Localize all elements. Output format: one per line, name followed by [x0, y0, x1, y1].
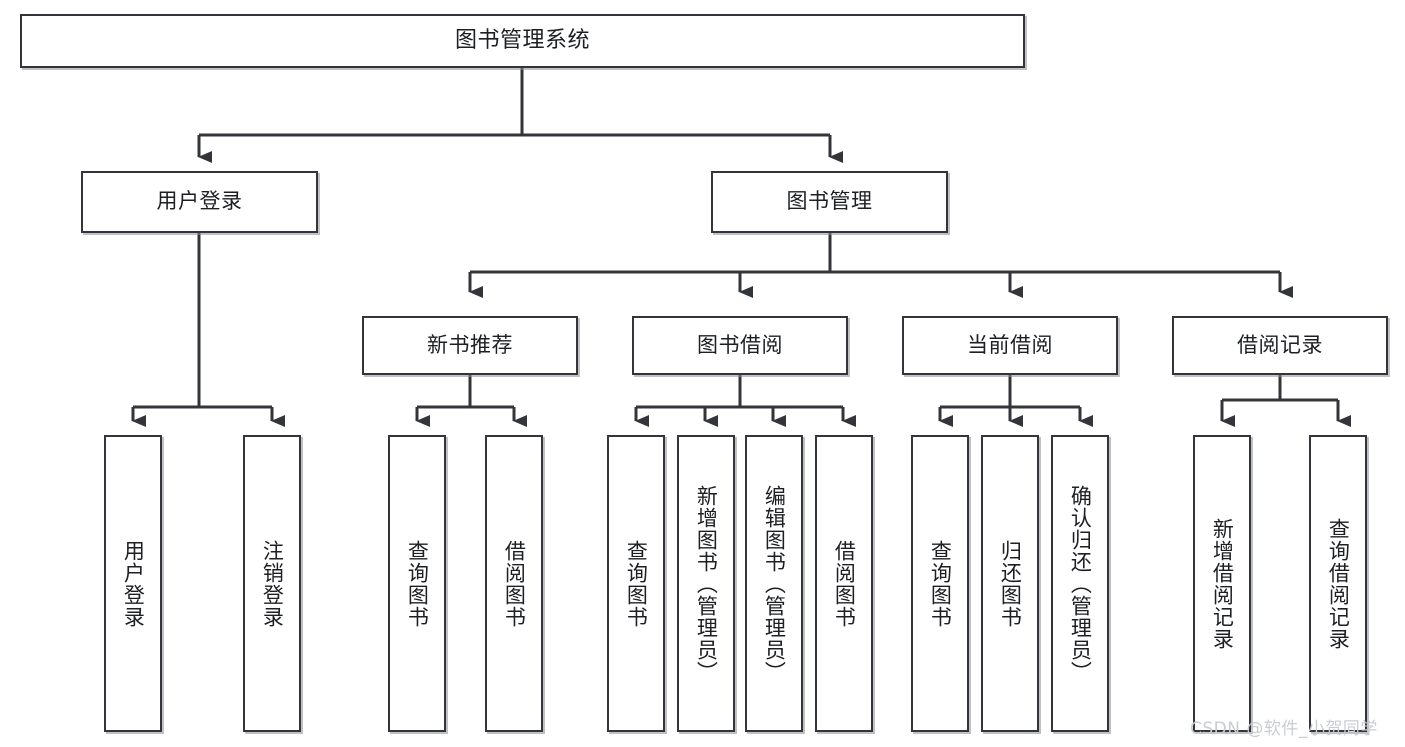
node-book-manage[interactable]: 图书管理	[711, 171, 948, 233]
node-root-label: 图书管理系统	[454, 27, 590, 53]
leaf-add-borrow-record[interactable]: 新增借阅记录	[1193, 435, 1251, 732]
leaf-user-login-label: 用户登录	[121, 539, 146, 628]
leaf-add-book-label: 新增图书（管理员）	[694, 484, 719, 683]
leaf-query-borrow-record-label: 查询借阅记录	[1326, 517, 1351, 650]
node-borrow-record-label: 借阅记录	[1237, 332, 1323, 357]
node-new-book-recommend[interactable]: 新书推荐	[362, 316, 578, 375]
leaf-borrow-book-1[interactable]: 借阅图书	[485, 435, 543, 732]
node-new-book-recommend-label: 新书推荐	[427, 332, 513, 357]
node-root[interactable]: 图书管理系统	[20, 14, 1025, 68]
leaf-edit-book[interactable]: 编辑图书（管理员）	[745, 435, 803, 732]
node-book-borrow[interactable]: 图书借阅	[632, 316, 848, 375]
leaf-confirm-return[interactable]: 确认归还（管理员）	[1051, 435, 1109, 732]
leaf-query-book-1-label: 查询图书	[405, 539, 430, 628]
leaf-query-book-3-label: 查询图书	[928, 539, 953, 628]
leaf-borrow-book-1-label: 借阅图书	[502, 539, 527, 628]
leaf-add-book[interactable]: 新增图书（管理员）	[677, 435, 735, 732]
node-borrow-record[interactable]: 借阅记录	[1172, 316, 1388, 375]
leaf-return-book[interactable]: 归还图书	[981, 435, 1039, 732]
leaf-query-borrow-record[interactable]: 查询借阅记录	[1309, 435, 1367, 732]
node-book-manage-label: 图书管理	[786, 189, 873, 214]
leaf-query-book-1[interactable]: 查询图书	[388, 435, 446, 732]
leaf-query-book-2[interactable]: 查询图书	[607, 435, 665, 732]
leaf-query-book-3[interactable]: 查询图书	[911, 435, 969, 732]
node-user-login[interactable]: 用户登录	[81, 171, 318, 233]
leaf-borrow-book-2[interactable]: 借阅图书	[815, 435, 873, 732]
leaf-confirm-return-label: 确认归还（管理员）	[1068, 484, 1093, 683]
leaf-borrow-book-2-label: 借阅图书	[832, 539, 857, 628]
node-current-borrow-label: 当前借阅	[967, 332, 1053, 357]
leaf-query-book-2-label: 查询图书	[624, 539, 649, 628]
leaf-logout-login-label: 注销登录	[260, 539, 285, 628]
leaf-add-borrow-record-label: 新增借阅记录	[1210, 517, 1235, 650]
node-current-borrow[interactable]: 当前借阅	[902, 316, 1118, 375]
node-user-login-label: 用户登录	[156, 189, 243, 214]
node-book-borrow-label: 图书借阅	[697, 332, 783, 357]
leaf-return-book-label: 归还图书	[998, 539, 1023, 628]
leaf-edit-book-label: 编辑图书（管理员）	[762, 484, 787, 683]
leaf-user-login[interactable]: 用户登录	[104, 435, 162, 732]
leaf-logout-login[interactable]: 注销登录	[243, 435, 301, 732]
